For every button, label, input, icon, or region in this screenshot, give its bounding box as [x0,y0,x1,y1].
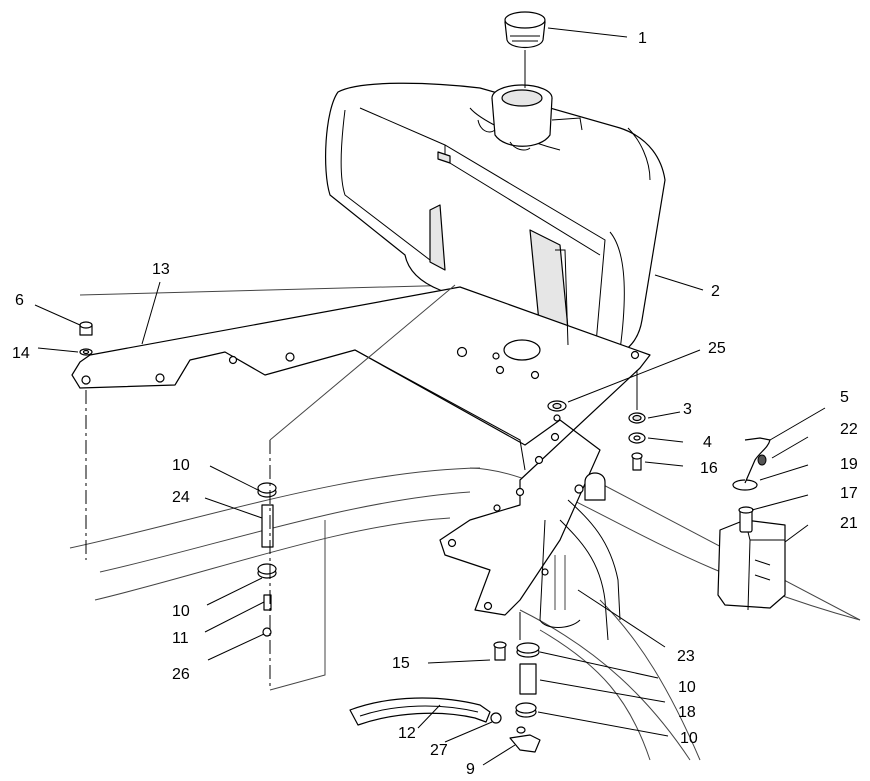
callout-3: 3 [683,401,692,418]
callout-16: 16 [700,460,718,477]
callout-18: 18 [678,704,696,721]
support-tower [539,472,621,641]
leader-lines [34,27,826,766]
callout-10-right-lower: 10 [680,730,698,747]
callout-5: 5 [840,389,849,406]
callout-2: 2 [711,283,720,300]
callout-21: 21 [840,515,858,532]
callout-10-upper-left: 10 [172,457,190,474]
callout-17: 17 [840,485,858,502]
bolt-stack [628,370,646,471]
callout-27: 27 [430,742,448,759]
filter-bottle [717,506,786,611]
callout-11: 11 [172,630,189,647]
callout-23: 23 [677,648,695,665]
callout-10-right-upper: 10 [678,679,696,696]
left-hose-assembly [257,284,456,691]
callout-4: 4 [703,434,712,451]
lower-hose-assembly [349,555,566,753]
callout-14: 14 [12,345,30,362]
callout-6: 6 [15,292,24,309]
callout-labels: 1 2 3 4 5 6 9 10 10 10 10 11 12 13 14 15… [12,30,858,778]
nut-25 [547,400,567,412]
callout-13: 13 [152,261,170,278]
bolt-6 [79,321,93,560]
callout-10-lower-left: 10 [172,603,190,620]
chassis-outline [69,284,861,761]
callout-12: 12 [398,725,416,742]
filler-tube [732,437,771,491]
callout-15: 15 [392,655,410,672]
fuel-tank [324,82,666,359]
fuel-cap [504,11,546,88]
callout-24: 24 [172,489,190,506]
callout-25: 25 [708,340,726,357]
callout-22: 22 [840,421,858,438]
mounting-plate [71,249,651,616]
callout-9: 9 [466,761,475,778]
callout-19: 19 [840,456,858,473]
callout-26: 26 [172,666,190,683]
callout-1: 1 [638,30,647,47]
